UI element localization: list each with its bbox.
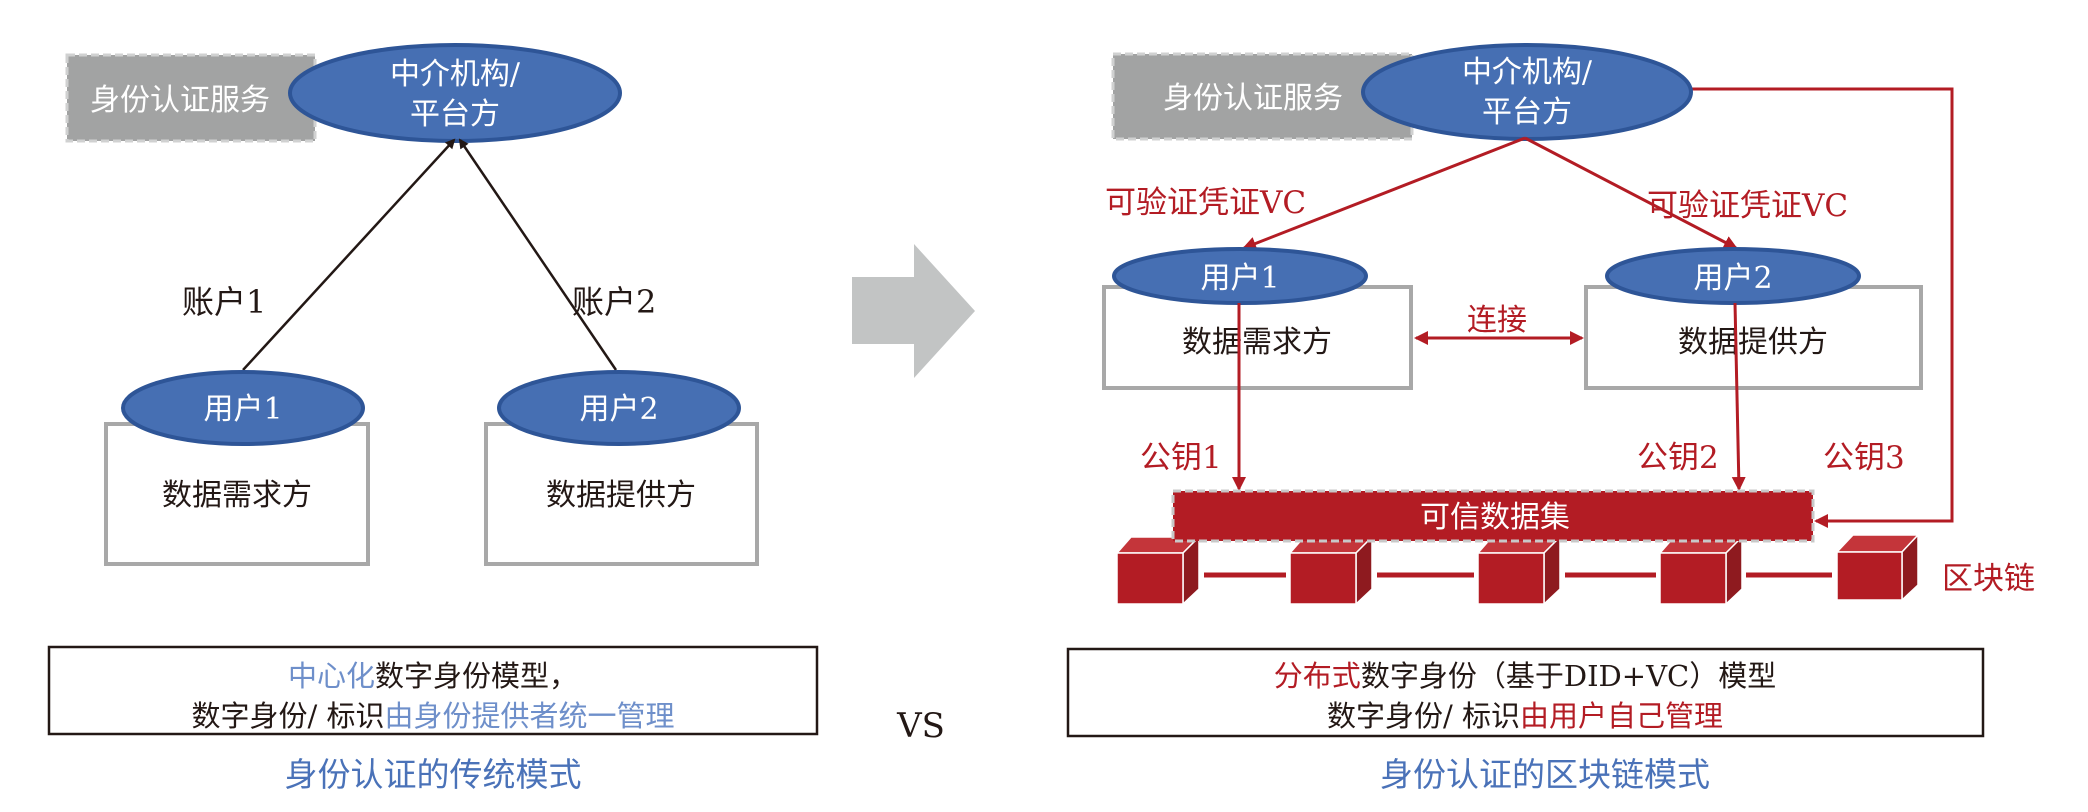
block xyxy=(1288,535,1374,606)
data-provider-box xyxy=(484,422,759,566)
identity-service-label-right: 身份认证服务 xyxy=(1163,81,1343,116)
blockchain-summary-line1: 分布式数字身份（基于DID+VC）模型 xyxy=(1274,659,1776,693)
summary-line2-highlight: 由身份提供者统一管理 xyxy=(384,699,674,733)
traditional-model-caption: 身份认证的传统模式 xyxy=(285,755,582,794)
block xyxy=(1115,535,1201,606)
summary-line2-plain: 数字身份/ 标识 xyxy=(191,699,384,733)
block xyxy=(1476,535,1562,606)
platform-label-right-line2: 平台方 xyxy=(1482,95,1572,130)
summary-line1-rest: 数字身份模型， xyxy=(375,659,578,693)
traditional-summary-line1: 中心化数字身份模型， xyxy=(288,659,578,693)
block xyxy=(1835,533,1920,602)
data-provider-label: 数据提供方 xyxy=(546,478,696,513)
user2-node xyxy=(497,370,741,446)
block-front xyxy=(1116,552,1184,605)
user1-label-right: 用户1 xyxy=(1200,261,1279,296)
platform-label-right-line1: 中介机构/ xyxy=(1462,55,1593,90)
vc-label-right: 可验证凭证VC xyxy=(1647,188,1848,224)
platform-label-line1: 中介机构/ xyxy=(390,57,521,92)
blockchain-model-panel: 身份认证服务 中介机构/ 平台方 可验证凭证VC 可验证凭证VC 用户1 数据需… xyxy=(1066,43,2035,794)
data-provider-label-right: 数据提供方 xyxy=(1678,325,1828,360)
user1-node xyxy=(121,370,365,446)
user2-label-right: 用户2 xyxy=(1693,261,1772,296)
vc-arrow-user1 xyxy=(1242,136,1526,251)
summary-right-line1-highlight: 分布式 xyxy=(1274,659,1361,693)
vc-label-left: 可验证凭证VC xyxy=(1105,185,1306,221)
traditional-summary-box xyxy=(47,645,819,736)
traditional-model-panel: 身份认证服务 中介机构/ 平台方 账户1 账户2 用户1 数据需求方 用户2 数… xyxy=(47,43,819,794)
comparison-divider: VS xyxy=(852,244,975,746)
traditional-summary-line2: 数字身份/ 标识由身份提供者统一管理 xyxy=(191,699,674,733)
user2-node-right xyxy=(1605,247,1861,305)
block-front xyxy=(1289,552,1357,605)
identity-service-box xyxy=(65,53,317,143)
account1-arrow xyxy=(242,138,456,371)
trusted-dataset-label: 可信数据集 xyxy=(1420,500,1570,535)
account2-arrow xyxy=(458,138,618,371)
data-demander-label-right: 数据需求方 xyxy=(1182,325,1332,360)
account1-label: 账户1 xyxy=(182,283,266,321)
vs-label: VS xyxy=(896,706,945,746)
data-demander-label: 数据需求方 xyxy=(162,478,312,513)
vc-arrow-user2 xyxy=(1524,136,1738,250)
right-arrow-icon xyxy=(852,244,975,378)
user2-label: 用户2 xyxy=(579,392,658,427)
blockchain-summary-line2: 数字身份/ 标识由用户自己管理 xyxy=(1327,699,1723,733)
block xyxy=(1658,535,1744,606)
pubkey2-arrow xyxy=(1731,302,1746,491)
blockchain-label: 区块链 xyxy=(1942,561,2035,597)
pubkey2-label: 公钥2 xyxy=(1637,440,1719,476)
trusted-dataset-bar xyxy=(1171,489,1815,543)
summary-right-line1-rest: 数字身份（基于DID+VC）模型 xyxy=(1361,659,1776,693)
blockchain-summary-box xyxy=(1066,647,1985,738)
block-front xyxy=(1477,552,1545,605)
summary-right-line2-highlight: 由用户自己管理 xyxy=(1520,699,1723,733)
account2-label: 账户2 xyxy=(572,283,656,321)
blockchain-model-caption: 身份认证的区块链模式 xyxy=(1380,755,1710,794)
summary-line1-highlight: 中心化 xyxy=(288,659,375,693)
user1-label: 用户1 xyxy=(203,392,282,427)
summary-right-line2-plain: 数字身份/ 标识 xyxy=(1327,699,1520,733)
identity-service-label: 身份认证服务 xyxy=(90,83,270,118)
block-front xyxy=(1836,551,1903,601)
pubkey1-label: 公钥1 xyxy=(1140,440,1222,476)
block-front xyxy=(1659,552,1727,605)
pubkey3-label: 公钥3 xyxy=(1823,440,1905,476)
connect-label: 连接 xyxy=(1467,303,1527,338)
pubkey3-path xyxy=(1666,87,1954,528)
platform-label-line2: 平台方 xyxy=(410,97,500,132)
